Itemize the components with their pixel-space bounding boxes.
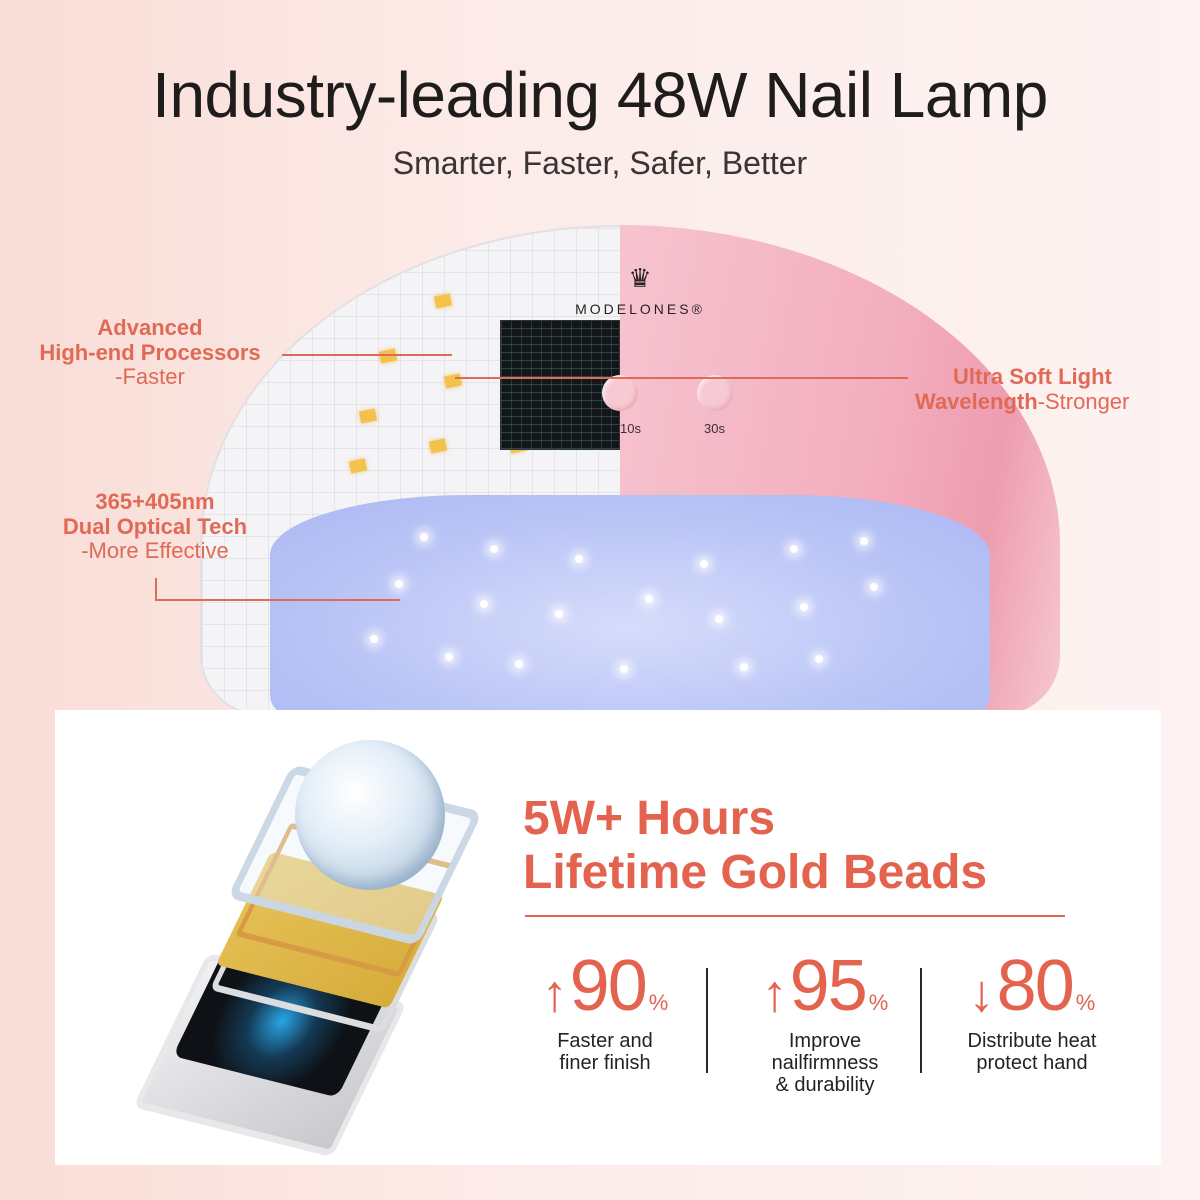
led-light-icon	[555, 610, 563, 618]
led-light-icon	[445, 653, 453, 661]
led-light-icon	[480, 600, 488, 608]
led-light-icon	[420, 533, 428, 541]
arrow-down-icon: ↓	[968, 965, 995, 1023]
bee-crown-logo-icon: ♛	[628, 263, 652, 293]
processor-chip	[500, 320, 620, 450]
led-light-icon	[515, 660, 523, 668]
led-light-icon	[395, 580, 403, 588]
arrow-up-icon: ↑	[761, 965, 788, 1023]
led-light-icon	[620, 665, 628, 673]
uv-led-cavity	[270, 495, 990, 715]
led-light-icon	[740, 663, 748, 671]
led-light-icon	[790, 545, 798, 553]
led-light-icon	[370, 635, 378, 643]
led-light-icon	[860, 537, 868, 545]
callout-processors-leader-line	[282, 354, 452, 356]
exploded-led-bead-illustration	[95, 730, 495, 1158]
nail-lamp-illustration: ♛ MODELONES® 10s 30s	[200, 225, 1060, 715]
led-light-icon	[800, 603, 808, 611]
callout-wavelength-leader-line	[455, 377, 908, 379]
gold-beads-feature-card: 5W+ Hours Lifetime Gold Beads ↑ 90 % Fas…	[55, 710, 1161, 1165]
led-light-icon	[815, 655, 823, 663]
bead-lens-dome	[295, 740, 445, 890]
timer-30s-button[interactable]	[697, 375, 733, 411]
callout-wavelength: Ultra Soft Light Wavelength-Stronger	[915, 364, 1130, 414]
callout-dual-optical-leader-vertical	[155, 578, 157, 600]
led-light-icon	[715, 615, 723, 623]
timer-30s-label: 30s	[704, 421, 725, 436]
page-subtitle: Smarter, Faster, Safer, Better	[392, 145, 808, 181]
card-title: 5W+ Hours Lifetime Gold Beads	[523, 792, 988, 899]
led-light-icon	[575, 555, 583, 563]
led-light-icon	[490, 545, 498, 553]
stat-nail-firmness: ↑ 95 % Improve nailfirmness & durability	[761, 945, 889, 1096]
card-title-divider	[525, 915, 1065, 917]
callout-processors: Advanced High-end Processors -Faster	[39, 315, 261, 390]
led-light-icon	[645, 595, 653, 603]
timer-10s-button[interactable]	[602, 375, 638, 411]
stat-divider	[920, 968, 922, 1073]
callout-dual-optical-leader-horizontal	[155, 599, 400, 601]
callout-dual-optical: 365+405nm Dual Optical Tech -More Effect…	[62, 489, 248, 564]
stat-heat-distribution: ↓ 80 % Distribute heat protect hand	[967, 945, 1097, 1074]
led-light-icon	[700, 560, 708, 568]
page-title: Industry-leading 48W Nail Lamp	[152, 59, 1048, 131]
brand-logo: ♛ MODELONES®	[560, 265, 720, 317]
timer-10s-label: 10s	[620, 421, 641, 436]
stat-faster-finish: ↑ 90 % Faster and finer finish	[541, 945, 669, 1074]
led-light-icon	[870, 583, 878, 591]
arrow-up-icon: ↑	[541, 965, 568, 1023]
stat-divider	[706, 968, 708, 1073]
